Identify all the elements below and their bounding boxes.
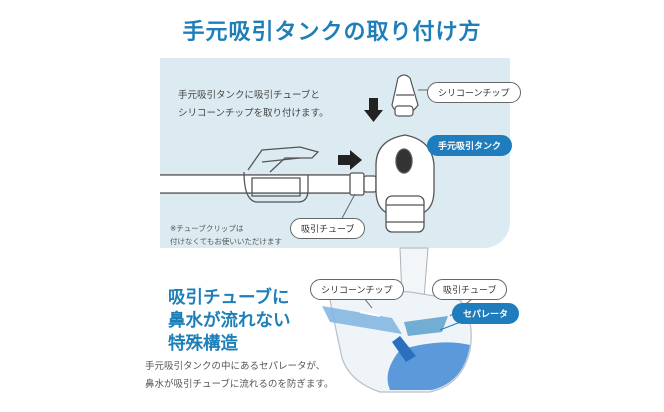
intro-text: 手元吸引タンクに吸引チューブと シリコーンチップを取り付けます。 — [178, 87, 329, 123]
feature-line-1: 吸引チューブに — [168, 288, 290, 308]
label-suction-tube-bottom: 吸引チューブ — [432, 279, 508, 300]
tube-clip — [243, 146, 320, 203]
tube-line — [160, 174, 350, 194]
label-suction-tube-top: 吸引チューブ — [290, 218, 366, 239]
arrow-down-icon — [364, 98, 383, 122]
intro-line-2: シリコーンチップを取り付けます。 — [178, 108, 329, 119]
silicone-tip — [391, 74, 419, 117]
label-silicone-tip-top: シリコーンチップ — [427, 82, 521, 103]
feature-line-2: 鼻水が流れない — [168, 311, 291, 331]
clip-note: ※チューブクリップは 付けなくてもお使いいただけます — [170, 222, 282, 248]
feature-heading: 吸引チューブに 鼻水が流れない 特殊構造 — [168, 287, 291, 356]
label-silicone-tip-bottom: シリコーンチップ — [310, 279, 404, 300]
page-title: 手元吸引タンクの取り付け方 — [182, 20, 482, 45]
label-tank: 手元吸引タンク — [427, 135, 513, 156]
description-line-1: 手元吸引タンクの中にあるセパレータが、 — [145, 361, 326, 372]
note-line-2: 付けなくてもお使いいただけます — [170, 237, 282, 246]
label-separator: セパレータ — [452, 303, 520, 324]
description-line-2: 鼻水が吸引チューブに流れるのを防ぎます。 — [145, 379, 334, 390]
arrow-right-icon — [338, 150, 362, 170]
note-line-1: ※チューブクリップは — [170, 224, 244, 233]
tank-shape — [363, 134, 435, 233]
intro-line-1: 手元吸引タンクに吸引チューブと — [178, 90, 320, 101]
feature-line-3: 特殊構造 — [168, 334, 238, 354]
feature-description: 手元吸引タンクの中にあるセパレータが、 鼻水が吸引チューブに流れるのを防ぎます。 — [145, 358, 333, 394]
